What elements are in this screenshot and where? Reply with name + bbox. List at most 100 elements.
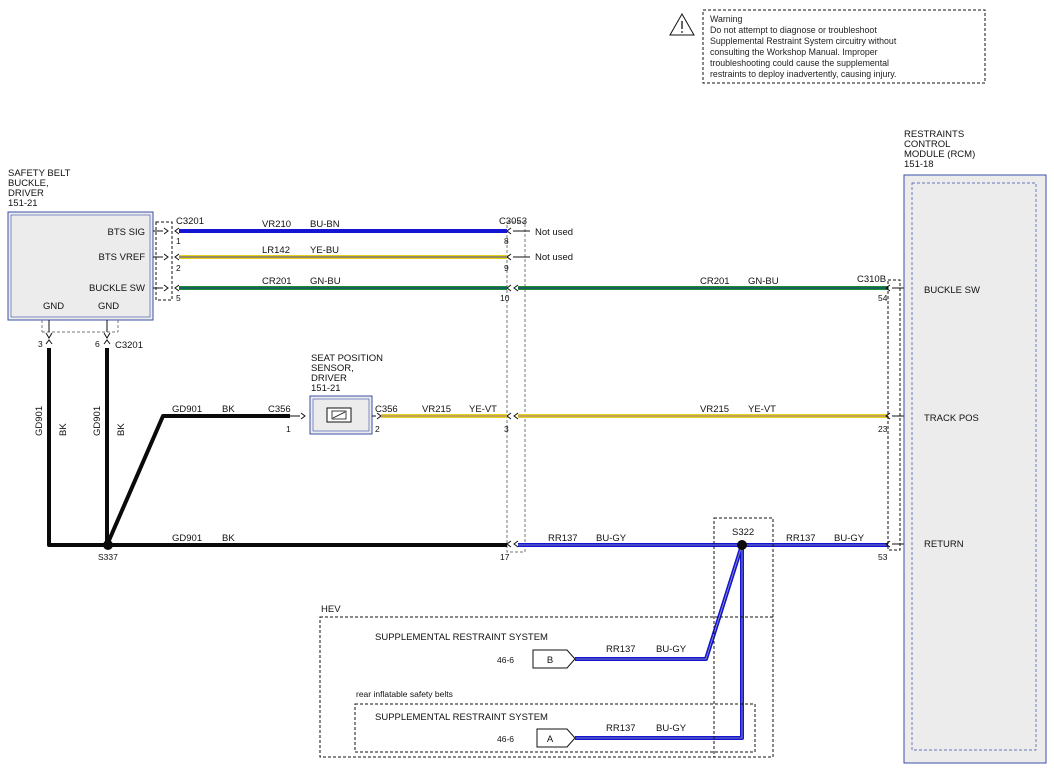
srs-label-2: SUPPLEMENTAL RESTRAINT SYSTEM (375, 712, 548, 723)
pin-number: 10 (500, 293, 510, 303)
splice-s322 (737, 540, 747, 550)
connector-c310b: C310B (857, 274, 886, 285)
pin-number: 9 (504, 263, 509, 273)
wire-label: GD901 (34, 406, 45, 436)
buckle-pin-gnd: GND (98, 301, 119, 312)
wire-rr137 (518, 543, 888, 740)
connector-chevrons (45, 227, 180, 345)
wire-color-label: GN-BU (748, 276, 779, 287)
connector-a-tag (536, 728, 576, 748)
warning-line: consulting the Workshop Manual. Improper (710, 47, 878, 57)
wire-color-label: BU-BN (310, 219, 340, 230)
wire-color-label: BU-GY (834, 533, 865, 544)
connector-c3201-gnd: C3201 (115, 340, 143, 351)
sensor-symbol-icon (326, 407, 352, 423)
wire-label: GD901 (172, 404, 202, 415)
rcm-pin-return: RETURN (924, 539, 964, 550)
pin-number: 1 (176, 236, 181, 246)
connector-c3201: C3201 (176, 216, 204, 227)
connector-a-label: A (547, 734, 554, 745)
srs-label: SUPPLEMENTAL RESTRAINT SYSTEM (375, 632, 548, 643)
srs-ref: 46-6 (497, 655, 514, 665)
pin-number: 23 (878, 424, 888, 434)
pin-number: 17 (500, 552, 510, 562)
connector-c356: C356 (375, 404, 398, 415)
hev-label: HEV (321, 604, 341, 615)
connector-c356: C356 (268, 404, 291, 415)
connector-c3053: C3053 (499, 216, 527, 227)
buckle-pin-bts-sig: BTS SIG (108, 227, 145, 238)
rcm-pin-track-pos: TRACK POS (924, 413, 979, 424)
pin-number: 3 (504, 424, 509, 434)
restraints-control-module: RESTRAINTS CONTROL MODULE (RCM) 151-18 B… (903, 129, 1047, 764)
safety-belt-buckle-component: SAFETY BELT BUCKLE, DRIVER 151-21 BTS SI… (7, 168, 154, 321)
buckle-title: SAFETY BELT (8, 168, 71, 179)
wire-label: VR215 (700, 404, 729, 415)
wire-label: GD901 (92, 406, 103, 436)
rcm-title: CONTROL (904, 139, 950, 150)
c3053-chevrons (506, 227, 530, 548)
splice-s337 (103, 540, 113, 550)
pin-number: 3 (38, 339, 43, 349)
not-used-label: Not used (535, 252, 573, 263)
pin-number: 6 (95, 339, 100, 349)
pin-number: 8 (504, 236, 509, 246)
buckle-pin-gnd: GND (43, 301, 64, 312)
wire-color-label: GN-BU (310, 276, 341, 287)
wire-label: VR215 (422, 404, 451, 415)
wire-gd901 (47, 348, 507, 547)
c3201-connector-outline (155, 221, 173, 301)
sensor-title: 151-21 (311, 383, 341, 394)
wire-color-label: BK (222, 533, 235, 544)
warning-line: restraints to deploy inadvertently, caus… (710, 69, 896, 79)
wire-color-label: BU-GY (656, 723, 687, 734)
warning-box: Warning Do not attempt to diagnose or tr… (669, 9, 986, 84)
wire-label: GD901 (172, 533, 202, 544)
wire-color-label: BK (222, 404, 235, 415)
rcm-pin-buckle-sw: BUCKLE SW (924, 285, 980, 296)
pin-number: 1 (286, 424, 291, 434)
buckle-pin-bts-vref: BTS VREF (99, 252, 146, 263)
warning-triangle-icon (669, 12, 695, 36)
wire-color-label: BK (58, 423, 69, 436)
rear-belts-label: rear inflatable safety belts (356, 689, 453, 699)
rcm-title: 151-18 (904, 159, 934, 170)
warning-line: Do not attempt to diagnose or troublesho… (710, 25, 877, 35)
srs-ref-2: 46-6 (497, 734, 514, 744)
splice-label-s322: S322 (732, 527, 754, 538)
wire-label: CR201 (700, 276, 730, 287)
wire-color-label: BU-GY (596, 533, 627, 544)
c310b-connector-outline (887, 279, 901, 551)
wire-label: VR210 (262, 219, 291, 230)
wire-label: CR201 (262, 276, 292, 287)
warning-line: troubleshooting could cause the suppleme… (710, 58, 889, 68)
wire-label: LR142 (262, 245, 290, 256)
rcm-title: MODULE (RCM) (904, 149, 975, 160)
pin-number: 2 (375, 424, 380, 434)
warning-line: Supplemental Restraint System circuitry … (710, 36, 897, 46)
pin-number: 53 (878, 552, 888, 562)
rcm-title: RESTRAINTS (904, 129, 964, 140)
buckle-title: 151-21 (8, 198, 38, 209)
wire-color-label: YE-VT (469, 404, 497, 415)
pin-number: 2 (176, 263, 181, 273)
wire-label: RR137 (786, 533, 816, 544)
wire-color-label: BU-GY (656, 644, 687, 655)
sensor-title: SENSOR, (311, 363, 354, 374)
sensor-title: DRIVER (311, 373, 347, 384)
seat-position-sensor-component: SEAT POSITION SENSOR, DRIVER 151-21 (309, 353, 383, 435)
hev-section: HEV SUPPLEMENTAL RESTRAINT SYSTEM 46-6 B… (319, 604, 774, 758)
connector-b-label: B (547, 655, 553, 666)
pin-number: 5 (176, 293, 181, 303)
wire-color-label: YE-VT (748, 404, 776, 415)
sensor-title: SEAT POSITION (311, 353, 383, 364)
wire-color-label: YE-BU (310, 245, 339, 256)
c3053-connector-outline (506, 221, 526, 553)
wire-label: RR137 (606, 644, 636, 655)
buckle-title: DRIVER (8, 188, 44, 199)
pin-number: 54 (878, 293, 888, 303)
wire-label: RR137 (606, 723, 636, 734)
wire-color-label: BK (116, 423, 127, 436)
buckle-title: BUCKLE, (8, 178, 49, 189)
